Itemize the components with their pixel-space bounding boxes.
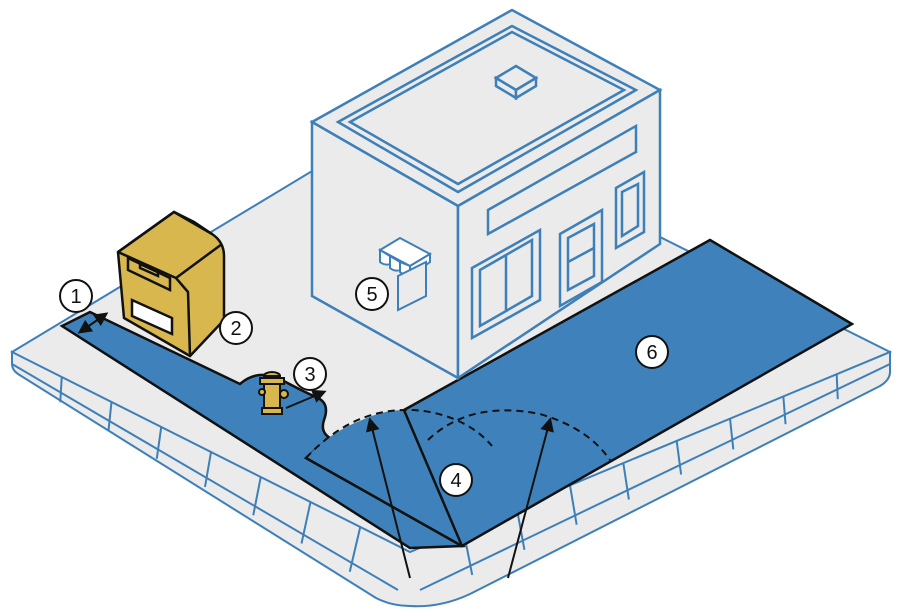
curb-tile-divider xyxy=(622,462,630,500)
callout-6: 6 xyxy=(635,335,669,369)
callout-4: 4 xyxy=(439,463,473,497)
strip-width-arrow xyxy=(77,312,109,334)
curb-tile-divider xyxy=(675,440,683,475)
curb-tile-divider xyxy=(729,418,735,450)
approach-arrow-right xyxy=(507,417,554,579)
mailbox-icon xyxy=(116,210,226,358)
callout-1-text: 1 xyxy=(70,286,81,308)
callout-5-text: 5 xyxy=(366,284,377,306)
curb-tile-divider xyxy=(252,476,262,516)
callout-1: 1 xyxy=(59,279,93,313)
callout-3-text: 3 xyxy=(304,364,315,386)
curb-tile-divider xyxy=(348,526,362,572)
curb-tile-divider xyxy=(569,485,578,525)
door-icon xyxy=(558,207,604,309)
zone-4-edge xyxy=(305,456,463,548)
curb-tile-divider xyxy=(204,451,212,488)
curb-tile-divider xyxy=(155,426,163,459)
curb-tile-divider xyxy=(835,374,839,400)
curb-tile-divider xyxy=(59,376,63,403)
window-icon xyxy=(470,227,542,341)
door-swing-arc-left xyxy=(305,408,493,459)
callout-2: 2 xyxy=(219,311,253,345)
hydrant-clearance-arrow xyxy=(285,389,327,409)
zone-6-frontage xyxy=(402,238,855,548)
callout-6-text: 6 xyxy=(646,342,657,364)
fire-hydrant-icon xyxy=(258,371,289,415)
callout-3: 3 xyxy=(293,357,327,391)
approach-arrow-left xyxy=(365,417,411,579)
awning-icon xyxy=(377,236,433,312)
curb-tile-divider xyxy=(300,501,312,544)
callout-2-text: 2 xyxy=(230,318,241,340)
callout-5: 5 xyxy=(355,277,389,311)
curb-tile-divider xyxy=(107,401,113,431)
callout-4-text: 4 xyxy=(450,470,461,492)
side-window xyxy=(614,169,646,251)
curb-tile-divider xyxy=(782,396,787,425)
sign-band xyxy=(486,123,638,237)
